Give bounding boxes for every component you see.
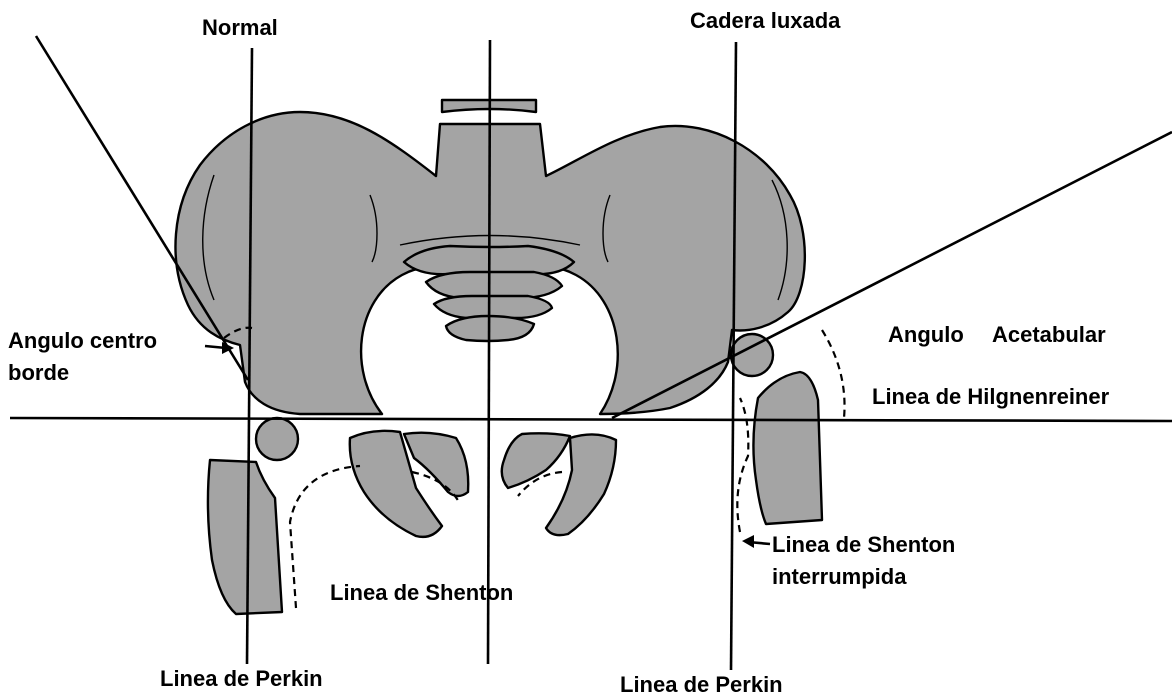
femur-left [208,460,282,614]
shenton-line-interrupted [737,398,748,532]
reference-lines [10,36,1172,670]
femoral-head-normal [256,418,298,460]
sacral-segment [434,296,552,318]
label-normal: Normal [202,15,278,40]
label-acetabular-angle-1: Angulo [888,322,964,347]
hilgenreiner-line [10,418,1172,421]
label-center-edge-angle-1: Angulo centro [8,328,157,353]
label-shenton-interrupted-2: interrumpida [772,564,907,589]
label-hilgenreiner-line: Linea de Hilgnenreiner [872,384,1110,409]
label-perkin-left: Linea de Perkin [160,666,323,691]
femur-right [753,372,822,524]
label-shenton-line: Linea de Shenton [330,580,513,605]
label-dislocated-hip: Cadera luxada [690,8,841,33]
label-shenton-interrupted-1: Linea de Shenton [772,532,955,557]
acetabular-angle-arc [822,330,845,418]
sacral-segment [426,272,562,298]
label-perkin-right: Linea de Perkin [620,672,783,696]
arrow-head-shenton-interrupted [742,535,754,548]
label-acetabular-angle-2: Acetabular [992,322,1106,347]
labels: Normal Cadera luxada Angulo centro borde… [8,8,1110,696]
label-center-edge-angle-2: borde [8,360,69,385]
